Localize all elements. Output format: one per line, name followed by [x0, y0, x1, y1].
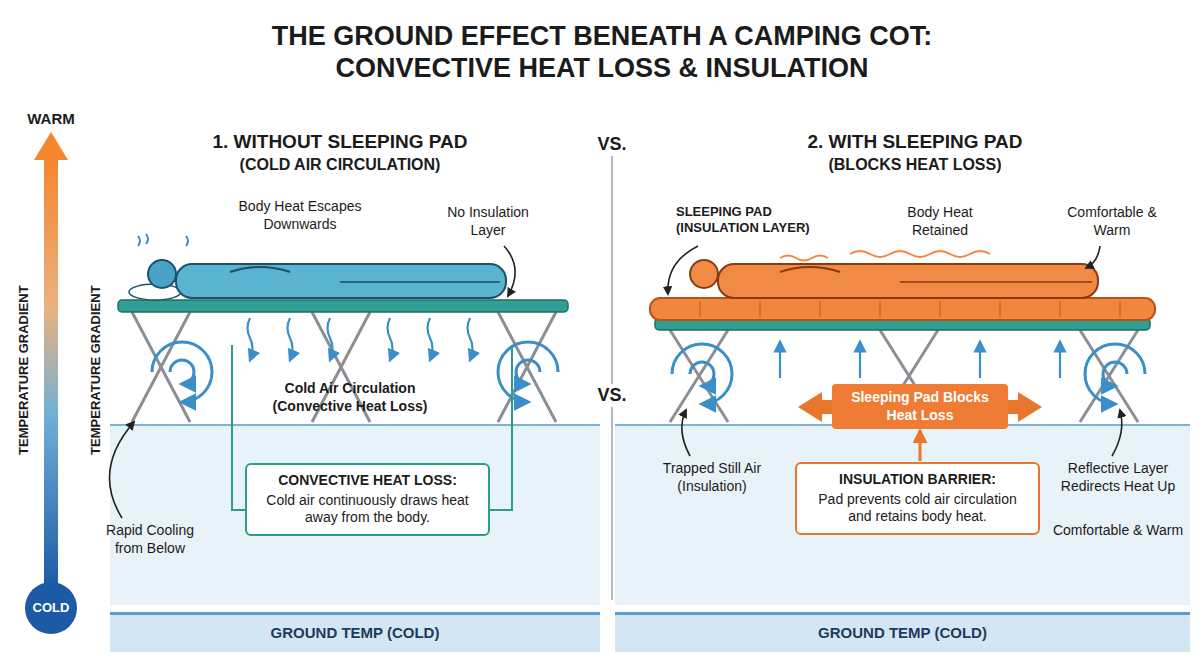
box-heading: INSULATION BARRIER: [806, 471, 1029, 489]
upward-arrows [780, 342, 1060, 378]
callout-text: Cold Air Circulation (Convective Heat Lo… [247, 380, 453, 415]
info-box: CONVECTIVE HEAT LOSS: Cold air continuous… [245, 463, 490, 536]
box-heading: CONVECTIVE HEAT LOSS: [256, 472, 479, 490]
callout-text: Rapid Cooling from Below [94, 522, 206, 557]
person-head [690, 260, 718, 288]
leader-line [668, 246, 698, 294]
axis-label: TEMPERATURE GRADIENT [88, 255, 104, 485]
person-body [718, 264, 1098, 298]
person-legs [900, 281, 1092, 283]
box-text: Pad prevents cold air circulation and re… [806, 491, 1029, 526]
sleeping-pad [650, 298, 1155, 320]
ground [615, 425, 1190, 605]
ground [110, 425, 600, 605]
leader-line [682, 410, 690, 456]
ground-band: GROUND TEMP (COLD) [615, 612, 1190, 652]
cold-circle: COLD [25, 582, 77, 634]
heat-loss-arrows [248, 318, 473, 360]
divider [611, 150, 613, 600]
callout-text: Comfortable & Warm [1052, 522, 1184, 540]
highlight-box: Sleeping Pad Blocks Heat Loss [832, 384, 1008, 429]
pad-quilting [700, 301, 1120, 317]
person-legs [340, 281, 500, 283]
callout-text: Comfortable & Warm [1056, 204, 1168, 239]
panel-subheading: (BLOCKS HEAT LOSS) [695, 155, 1135, 175]
leader-line [110, 422, 135, 518]
vs-label: VS. [590, 133, 634, 156]
cot-frame [118, 300, 568, 312]
info-box: INSULATION BARRIER: Pad prevents cold air… [795, 462, 1040, 535]
callout-text: Body Heat Retained [884, 204, 996, 239]
connector-arrow [919, 431, 922, 461]
ground-band: GROUND TEMP (COLD) [110, 612, 600, 652]
leader-line [1112, 410, 1122, 456]
ground-line [110, 424, 600, 426]
axis-label: TEMPERATURE GRADIENT [16, 255, 32, 485]
callout-text: Reflective Layer Redirects Heat Up [1052, 460, 1184, 495]
vs-label: VS. [590, 384, 634, 407]
person-head [148, 260, 176, 288]
shiver-lines [138, 234, 188, 246]
heat-waves [780, 251, 990, 261]
person-body [176, 264, 506, 298]
leader-line [1086, 246, 1100, 268]
arrow-head [34, 132, 68, 160]
callout-text: SLEEPING PAD (INSULATION LAYER) [676, 204, 840, 237]
temperature-arrow [34, 132, 68, 588]
panel-subheading: (COLD AIR CIRCULATION) [120, 155, 560, 175]
callout-text: Trapped Still Air (Insulation) [656, 460, 768, 495]
person-arm [230, 267, 290, 272]
axis-label: WARM [16, 110, 86, 129]
box-text: COLD [33, 600, 70, 616]
cot-legs [132, 312, 556, 422]
gradient-bar [44, 158, 58, 588]
callout-text: Body Heat Escapes Downwards [220, 198, 380, 233]
right-scene [615, 246, 1190, 605]
box-text: Sleeping Pad Blocks Heat Loss [840, 389, 1000, 424]
panel-heading: 2. WITH SLEEPING PAD [695, 130, 1135, 154]
person-arm [780, 267, 840, 272]
box-text: GROUND TEMP (COLD) [116, 624, 594, 643]
panel-heading: 1. WITHOUT SLEEPING PAD [120, 130, 560, 154]
leader-line [504, 246, 515, 296]
box-text: GROUND TEMP (COLD) [621, 624, 1184, 643]
diagram-title: THE GROUND EFFECT BENEATH A CAMPING COT:… [222, 20, 982, 85]
callout-text: No Insulation Layer [436, 204, 540, 239]
box-text: Cold air continuously draws heat away fr… [256, 492, 479, 527]
